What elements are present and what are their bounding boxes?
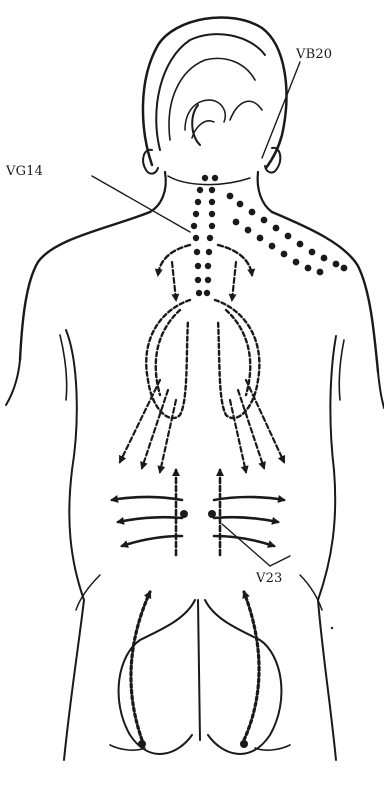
buttock-points [138,740,248,748]
buttock-arrows [131,592,259,740]
label-vb20: VB20 [295,47,332,62]
label-vg14: VG14 [5,164,43,179]
torso [6,212,384,610]
shoulder-trail [227,193,348,276]
v23-points [180,510,216,518]
label-v23: V23 [255,571,283,586]
spine-points [191,175,218,296]
lumbar-horizontal-arrows [112,497,284,546]
hips [64,600,336,760]
speck [331,627,333,629]
mid-back-arrows [120,380,284,472]
